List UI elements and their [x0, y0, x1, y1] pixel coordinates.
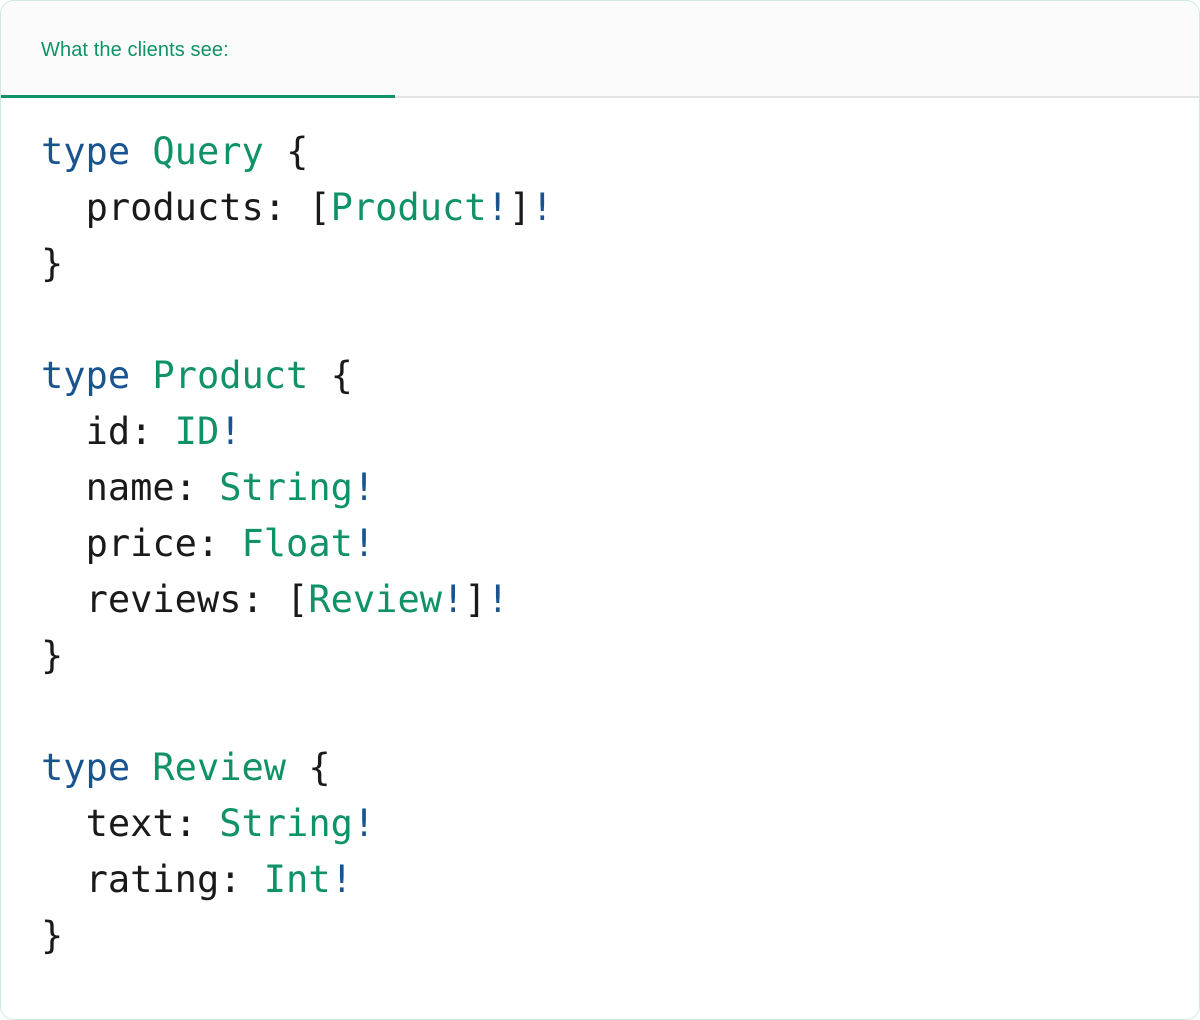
code-token-plain: [242, 858, 264, 901]
code-token-type: Product: [152, 354, 309, 397]
code-token-plain: [152, 410, 174, 453]
code-token-punc: {: [330, 354, 353, 397]
code-token-punc: [: [286, 578, 309, 621]
code-token-type: ID: [174, 410, 220, 453]
code-indent: [41, 522, 86, 565]
code-token-type: Review: [152, 746, 287, 789]
code-blank-line: [41, 292, 1199, 348]
code-token-field: reviews:: [85, 578, 264, 621]
code-token-field: id:: [85, 410, 153, 453]
code-token-punc: [: [308, 186, 331, 229]
code-token-type: Int: [263, 858, 331, 901]
tab-what-the-clients-see[interactable]: What the clients see:: [1, 1, 395, 98]
code-indent: [41, 186, 86, 229]
code-token-bang: !: [352, 802, 376, 845]
code-token-field: text:: [85, 802, 197, 845]
code-token-plain: [130, 746, 152, 789]
code-token-bang: !: [442, 578, 465, 621]
code-token-bang: !: [486, 186, 509, 229]
code-line: }: [41, 914, 63, 957]
code-token-plain: [130, 354, 152, 397]
code-token-plain: [197, 802, 219, 845]
tab-label: What the clients see:: [41, 38, 229, 61]
code-line: }: [41, 242, 63, 285]
code-line: reviews: [Review!]!: [41, 578, 509, 621]
code-token-bang: !: [486, 578, 509, 621]
code-line: type Product {: [41, 354, 353, 397]
code-panel: type Query { products: [Product!]! } typ…: [1, 98, 1199, 1019]
tab-bar: What the clients see:: [1, 1, 1199, 98]
code-line: products: [Product!]!: [41, 186, 554, 229]
code-token-punc: }: [41, 634, 64, 677]
code-token-plain: [219, 522, 241, 565]
code-line: }: [41, 634, 63, 677]
code-token-punc: }: [41, 914, 64, 957]
code-line: name: String!: [41, 466, 376, 509]
code-token-plain: [130, 130, 152, 173]
code-token-field: products:: [85, 186, 287, 229]
code-token-kw: type: [41, 354, 131, 397]
code-token-punc: {: [286, 130, 309, 173]
code-token-type: Query: [152, 130, 264, 173]
code-token-plain: [308, 354, 330, 397]
code-line: price: Float!: [41, 522, 376, 565]
code-token-bang: !: [352, 466, 376, 509]
code-line: type Query {: [41, 130, 308, 173]
code-token-field: rating:: [85, 858, 242, 901]
code-token-type: String: [219, 802, 353, 845]
code-token-plain: [197, 466, 219, 509]
code-token-plain: [286, 186, 308, 229]
code-token-bang: !: [531, 186, 554, 229]
code-indent: [41, 578, 86, 621]
code-token-punc: ]: [464, 578, 487, 621]
code-indent: [41, 466, 86, 509]
code-token-kw: type: [41, 130, 131, 173]
code-token-punc: {: [308, 746, 331, 789]
code-token-type: Review: [308, 578, 442, 621]
graphql-schema-code: type Query { products: [Product!]! } typ…: [41, 124, 1199, 964]
code-token-punc: }: [41, 242, 64, 285]
code-indent: [41, 802, 86, 845]
code-token-field: price:: [85, 522, 220, 565]
code-token-type: Float: [241, 522, 353, 565]
code-indent: [41, 410, 86, 453]
code-line: id: ID!: [41, 410, 242, 453]
code-token-bang: !: [352, 522, 376, 565]
code-token-plain: [264, 130, 286, 173]
code-indent: [41, 858, 86, 901]
code-blank-line: [41, 684, 1199, 740]
code-line: rating: Int!: [41, 858, 353, 901]
code-token-kw: type: [41, 746, 131, 789]
code-token-plain: [264, 578, 286, 621]
code-token-field: name:: [85, 466, 197, 509]
code-token-punc: ]: [508, 186, 532, 229]
code-token-bang: !: [219, 410, 242, 453]
code-line: text: String!: [41, 802, 376, 845]
code-token-bang: !: [330, 858, 353, 901]
code-token-type: Product: [330, 186, 487, 229]
code-line: type Review {: [41, 746, 331, 789]
code-token-plain: [286, 746, 308, 789]
code-token-type: String: [219, 466, 353, 509]
